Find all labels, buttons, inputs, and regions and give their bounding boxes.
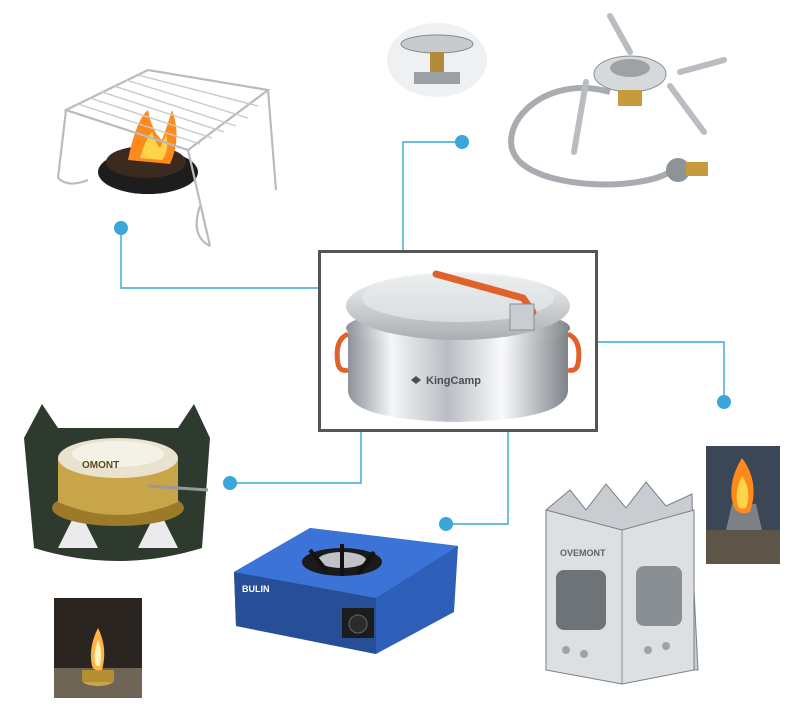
alcohol-flame-photo bbox=[54, 598, 142, 698]
connector-alcohol bbox=[230, 432, 362, 484]
center-product-frame: KingCamp bbox=[318, 250, 598, 432]
connector-burner bbox=[402, 141, 462, 250]
connector-dot-right bbox=[717, 395, 731, 409]
portable-grill-image bbox=[48, 50, 284, 250]
wood-stove-brand-label: OVEMONT bbox=[560, 548, 606, 558]
cassette-gas-stove-image: BULIN bbox=[230, 516, 462, 656]
wood-stove-image: OVEMONT bbox=[526, 470, 710, 686]
gas-burner-image bbox=[500, 12, 732, 198]
gas-stove-brand-label: BULIN bbox=[242, 584, 270, 594]
center-brand-label: KingCamp bbox=[426, 375, 481, 387]
connector-grill bbox=[120, 228, 318, 289]
alcohol-stove-image: OMONT bbox=[18, 398, 218, 574]
cooking-pot-image: KingCamp bbox=[318, 250, 598, 432]
wood-fire-photo bbox=[706, 446, 780, 564]
connector-wood bbox=[446, 432, 509, 525]
burner-in-use-photo bbox=[386, 22, 488, 98]
connector-dot-alcohol bbox=[223, 476, 237, 490]
alcohol-stove-brand-label: OMONT bbox=[82, 460, 119, 471]
connector-right bbox=[598, 341, 725, 402]
connector-dot-burner bbox=[455, 135, 469, 149]
connector-dot-wood bbox=[439, 517, 453, 531]
connector-dot-grill bbox=[114, 221, 128, 235]
